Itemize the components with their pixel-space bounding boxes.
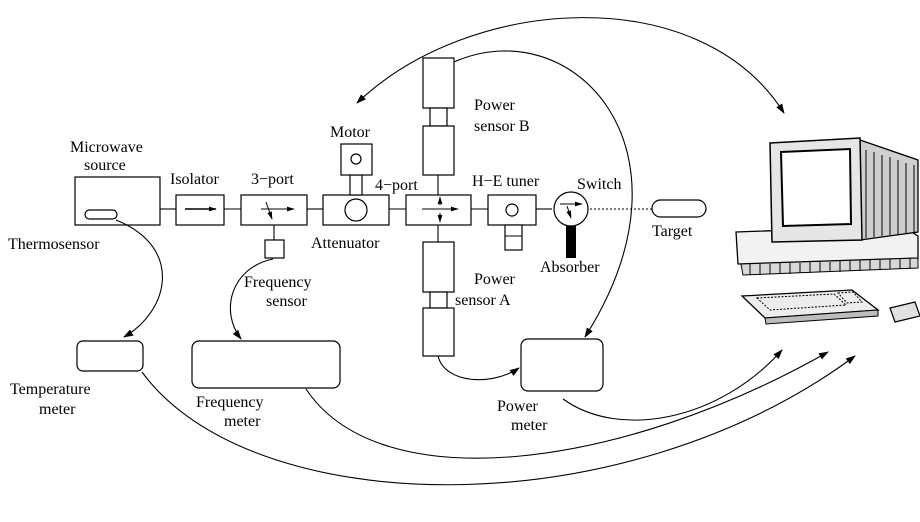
target-label: Target	[652, 223, 693, 240]
power-meter-label-line1: Power	[497, 398, 539, 415]
temperature-meter-label-line1: Temperature	[10, 381, 91, 398]
three-port-coupled-arrow-icon	[265, 201, 273, 220]
frequency-sensor-box	[264, 239, 285, 259]
absorber-label: Absorber	[540, 259, 600, 276]
power-meter-label-line2: meter	[511, 417, 548, 434]
temperature-meter-label-line2: meter	[39, 401, 76, 418]
he-tuner-stub	[504, 224, 523, 251]
power-meter-to-computer-cable	[562, 349, 783, 421]
thermosensor-to-temperature-meter-cable	[115, 219, 163, 338]
frequency-sensor-label-line2: sensor	[266, 293, 308, 310]
absorber-block	[566, 226, 576, 258]
temperature-meter-to-computer-cable	[141, 355, 856, 486]
three-port-box	[240, 194, 308, 226]
microwave-source-label-line1: Microwave	[70, 139, 143, 156]
three-port-label: 3−port	[251, 171, 294, 188]
power-sensor-a-upper	[422, 241, 455, 293]
four-port-label: 4−port	[375, 177, 418, 194]
power-sensor-b-label-line2: sensor B	[474, 118, 530, 135]
power-sensor-a-lower	[422, 307, 455, 357]
power-sensor-a-label-line2: sensor A	[455, 292, 511, 309]
frequency-sensor-label-line1: Frequency	[244, 274, 312, 291]
frequency-sensor-to-frequency-meter-cable	[229, 258, 274, 340]
power-meter-box	[520, 338, 604, 392]
temperature-meter-box	[76, 340, 144, 372]
computer-icon	[735, 137, 920, 325]
power-sensor-a-to-power-meter-cable	[437, 355, 520, 381]
power-sensor-a-label-line1: Power	[474, 271, 516, 288]
motor-label: Motor	[330, 124, 371, 141]
switch-icon	[553, 191, 589, 227]
power-sensor-b-label-line1: Power	[474, 97, 516, 114]
power-sensor-b-coupler	[429, 107, 448, 127]
power-sensor-b-upper	[422, 57, 455, 109]
power-sensor-b-lower	[422, 125, 455, 176]
attenuator-label: Attenuator	[311, 235, 380, 252]
frequency-meter-label-line2: meter	[224, 413, 261, 430]
computer-to-motor-cable	[356, 17, 785, 114]
he-tuner-label: H−E tuner	[472, 173, 540, 190]
switch-down-arrow-icon	[566, 205, 572, 219]
frequency-meter-box	[191, 340, 341, 389]
isolator-label: Isolator	[170, 171, 220, 188]
frequency-meter-label-line1: Frequency	[196, 394, 264, 411]
microwave-source-label-line2: source	[84, 157, 126, 174]
frequency-meter-to-computer-cable	[305, 351, 829, 459]
four-port-box	[405, 194, 472, 226]
attenuator-dial-icon	[344, 198, 368, 222]
switch-label: Switch	[577, 176, 621, 193]
isolator-box	[175, 194, 225, 226]
thermosensor-probe	[84, 209, 118, 220]
he-tuner-knob-icon	[505, 203, 519, 217]
motor-icon	[350, 153, 362, 165]
motor-shaft	[349, 174, 363, 196]
target-icon	[651, 199, 707, 218]
power-sensor-a-coupler	[429, 291, 448, 309]
thermosensor-label: Thermosensor	[8, 236, 100, 253]
